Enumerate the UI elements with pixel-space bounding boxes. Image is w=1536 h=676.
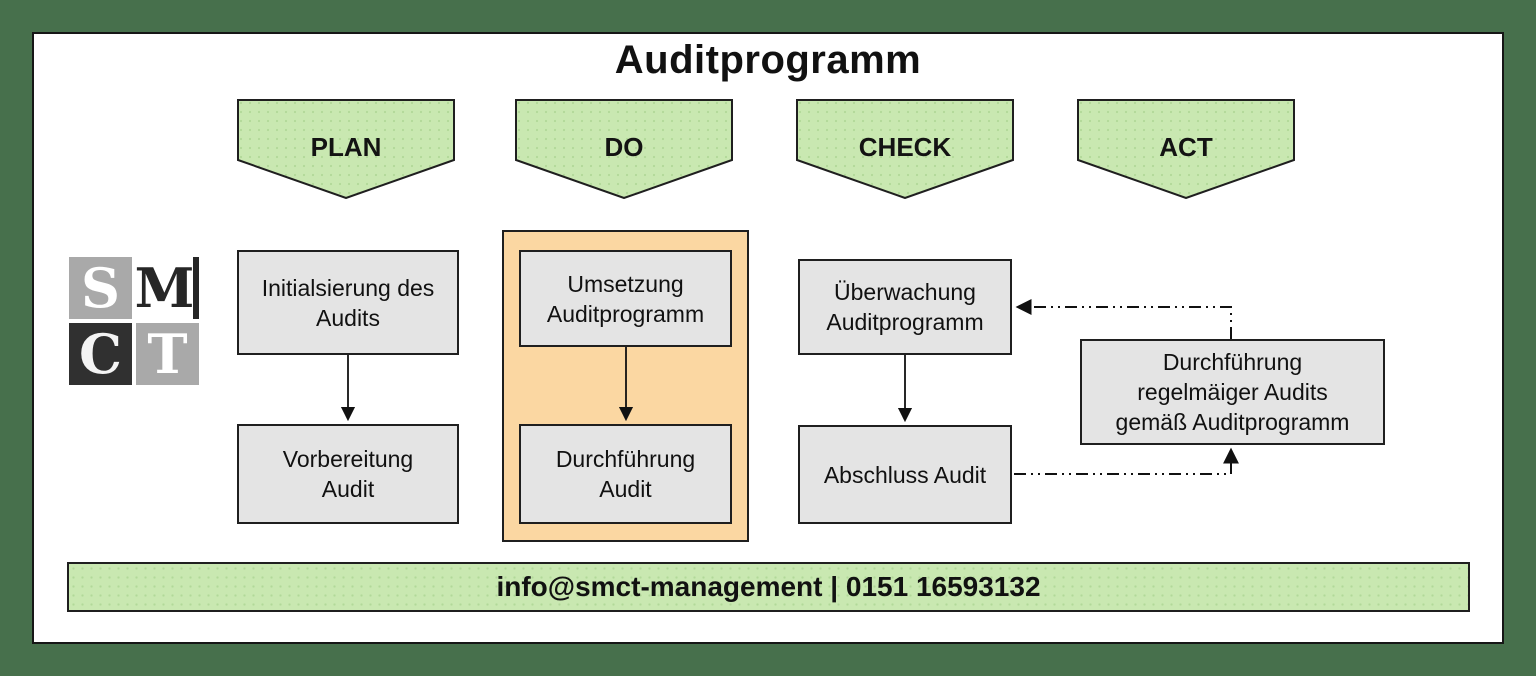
phase-pennant-check: CHECK xyxy=(796,99,1014,199)
pennant-shape xyxy=(1077,99,1295,199)
smct-logo: S M C T xyxy=(69,257,199,385)
step-box-abschluss: Abschluss Audit xyxy=(798,425,1012,524)
page-title: Auditprogramm xyxy=(614,38,922,82)
phase-pennant-do: DO xyxy=(515,99,733,199)
contact-bar: info@smct-management | 0151 16593132 xyxy=(67,562,1470,612)
logo-tile-m: M xyxy=(135,257,199,319)
step-box-initialisierung: Initialsierung des Audits xyxy=(237,250,459,355)
step-box-regelmaessige-audits: Durchführung regelmäiger Audits gemäß Au… xyxy=(1080,339,1385,445)
phase-pennant-plan: PLAN xyxy=(237,99,455,199)
phase-label-act: ACT xyxy=(1159,132,1213,162)
feedback-connector-abschluss-to-act xyxy=(1014,447,1239,475)
pennant-shape xyxy=(237,99,455,199)
phase-label-plan: PLAN xyxy=(311,132,382,162)
logo-tile-s: S xyxy=(69,257,132,319)
pennant-shape xyxy=(515,99,733,199)
phase-pennant-act: ACT xyxy=(1077,99,1295,199)
logo-tile-c: C xyxy=(69,323,132,385)
step-box-umsetzung: Umsetzung Auditprogramm xyxy=(519,250,732,347)
logo-tile-t: T xyxy=(136,323,199,385)
step-box-vorbereitung: Vorbereitung Audit xyxy=(237,424,459,524)
step-box-ueberwachung: Überwachung Auditprogramm xyxy=(798,259,1012,355)
phase-label-do: DO xyxy=(605,132,644,162)
pennant-shape xyxy=(796,99,1014,199)
feedback-connector-act-to-ueberwachung xyxy=(1015,299,1232,339)
diagram-panel: Auditprogramm S M C T PLAN DO CHECK ACT … xyxy=(32,32,1504,644)
phase-label-check: CHECK xyxy=(859,132,952,162)
contact-text: info@smct-management | 0151 16593132 xyxy=(496,571,1041,602)
step-box-durchfuehrung-audit: Durchführung Audit xyxy=(519,424,732,524)
